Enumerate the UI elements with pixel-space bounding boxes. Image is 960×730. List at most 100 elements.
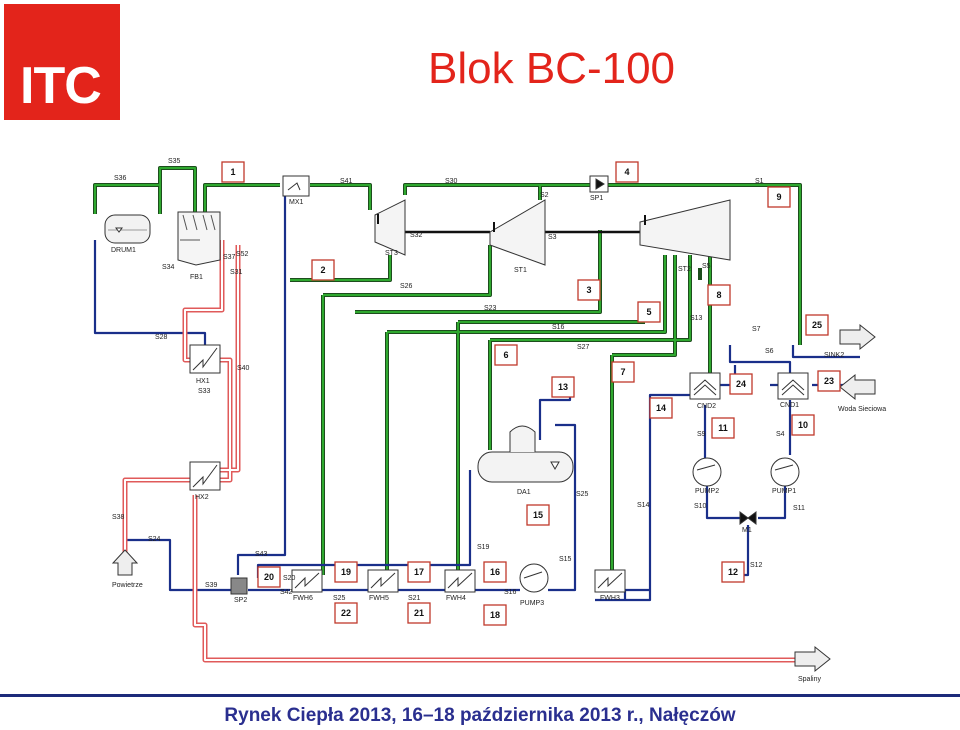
steam-pipes [93,166,802,575]
stream-label: S4 [776,431,785,438]
stream-label: S32 [410,232,423,239]
stream-label: ST2 [678,266,691,273]
unit-label: HX1 [196,378,210,385]
stream-label: S36 [114,175,127,182]
point-14: 14 [656,403,666,413]
stream-label: S25 [576,491,589,498]
point-4: 4 [624,167,629,177]
point-22: 22 [341,608,351,618]
unit-label: DA1 [517,489,531,496]
point-16: 16 [490,567,500,577]
point-7: 7 [620,367,625,377]
pumps [519,457,800,593]
stream-labels: S36 S35 S41 S30 S2 S1 S32 S3 S34 S37 S52… [112,158,844,602]
stream-label: S37 [223,254,236,261]
stream-label: S33 [198,388,211,395]
point-10: 10 [798,420,808,430]
unit-label: PUMP3 [520,600,544,607]
unit-label: PUMP2 [695,488,719,495]
stream-label: S15 [559,556,572,563]
point-17: 17 [414,567,424,577]
flue-gas-pipes [122,240,800,663]
point-19: 19 [341,567,351,577]
turbine-stages [374,199,731,266]
stream-label: S13 [690,315,703,322]
splitter-sp1 [589,175,609,193]
stream-label: S43 [255,551,268,558]
side-labels: Woda Sieciowa Powietrze Spaliny [112,406,886,683]
woda-sieciowa-label: Woda Sieciowa [838,406,886,413]
point-3: 3 [586,285,591,295]
unit-label: SP2 [234,597,247,604]
powietrze-label: Powietrze [112,582,143,589]
stream-label: S1 [755,178,764,185]
unit-label: PUMP1 [772,488,796,495]
unit-label: FWH3 [600,595,620,602]
stream-label: S21 [408,595,421,602]
unit-label: FWH4 [446,595,466,602]
heat-exchangers [189,344,221,491]
stream-label: S14 [637,502,650,509]
stream-label: S40 [237,365,250,372]
point-25: 25 [812,320,822,330]
flow-arrows [111,323,876,673]
stream-label: S23 [484,305,497,312]
unit-label: SP1 [590,195,603,202]
point-15: 15 [533,510,543,520]
point-18: 18 [490,610,500,620]
process-flow-diagram: 1 2 3 4 5 6 7 8 9 10 11 12 13 14 15 16 1… [93,158,886,683]
stream-label: S7 [752,326,761,333]
stream-label: S9 [697,431,706,438]
unit-label: M1 [742,527,752,534]
stream-label: S16 [504,589,517,596]
stream-label: S39 [205,582,218,589]
stream-label: S24 [148,536,161,543]
boiler-unit [177,211,221,266]
stream-label: S41 [340,178,353,185]
stream-label: S28 [155,334,168,341]
deaerator-unit [477,425,574,483]
stream-label: S26 [400,283,413,290]
stream-label: ST1 [514,267,527,274]
point-11: 11 [718,423,728,433]
stream-label: S27 [577,344,590,351]
point-6: 6 [503,350,508,360]
unit-label: FWH6 [293,595,313,602]
stream-label: S2 [540,192,549,199]
logo-text: ITC [20,57,102,115]
mixer-unit [282,175,310,197]
stream-label: S34 [162,264,175,271]
numbered-points: 1 2 3 4 5 6 7 8 9 10 11 12 13 14 15 16 1… [230,167,834,620]
unit-label: FB1 [190,274,203,281]
stream-label: S25 [333,595,346,602]
stream-label: S12 [750,562,763,569]
splitter-sp2 [230,577,248,595]
unit-label: CND2 [697,403,716,410]
unit-label: DRUM1 [111,247,136,254]
stream-label: S52 [236,251,249,258]
condensers [689,372,809,400]
feedwater-heaters [291,569,626,593]
point-12: 12 [728,567,738,577]
point-24: 24 [736,379,746,389]
stream-label: S6 [765,348,774,355]
stream-label: S10 [694,503,707,510]
stream-label: S3 [548,234,557,241]
unit-labels: DRUM1 FB1 MX1 ST3 SP1 HX1 HX2 DA1 CND2 C… [111,195,799,607]
mixer-m1 [739,511,757,525]
point-5: 5 [646,307,651,317]
stream-label: S42 [280,589,293,596]
stream-label: S35 [168,158,181,165]
stream-label: S19 [477,544,490,551]
unit-label: MX1 [289,199,304,206]
unit-label: FWH5 [369,595,389,602]
point-23: 23 [824,376,834,386]
drum-unit [104,214,151,244]
unit-label: HX2 [195,494,209,501]
itc-logo: ITC [4,4,120,120]
stream-label: S5 [702,263,711,270]
point-9: 9 [776,192,781,202]
footer-text: Rynek Ciepła 2013, 16–18 października 20… [224,705,736,726]
stream-label: S11 [793,505,805,512]
stream-label: S30 [445,178,458,185]
